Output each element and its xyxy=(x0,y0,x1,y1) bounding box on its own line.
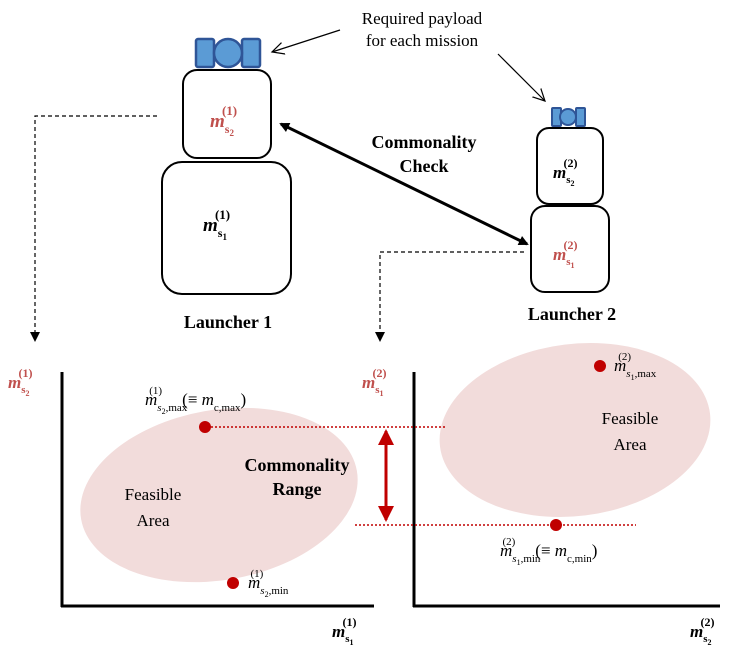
plot1-feasible-line1: Feasible xyxy=(125,485,182,504)
annotation-line2: for each mission xyxy=(366,31,479,50)
plot1-y-axis-label: ms2(1) xyxy=(8,366,33,398)
plot2-y-axis-label: ms1(2) xyxy=(362,366,387,398)
launcher-2: ms2(2) ms1(2) Launcher 2 xyxy=(528,107,616,324)
launcher1-lower-var: ms1(1) xyxy=(203,207,230,242)
plot-2: Feasible Area ms1(2) ms2(2) ms1,max(2) m… xyxy=(362,343,720,647)
payload-icon-1 xyxy=(194,37,262,69)
leader-line-1 xyxy=(30,115,157,342)
plot2-max-label: ms1,max(2) xyxy=(614,351,657,382)
payload-icon-2 xyxy=(551,107,586,127)
annotation-arrow-2 xyxy=(497,53,545,101)
plot1-min-label: ms2,min(1) xyxy=(248,568,289,599)
plot2-min-label: ms1,min(2)(≡ mc,min) xyxy=(500,536,597,567)
commonality-range-line2: Range xyxy=(273,479,322,499)
commonality-check-arrow xyxy=(279,122,529,246)
launcher2-upper-stage xyxy=(536,127,604,205)
plot2-feasible-line1: Feasible xyxy=(602,409,659,428)
leader-line-2 xyxy=(375,251,524,342)
launcher-1: ms2(1) ms1(1) Launcher 1 xyxy=(161,37,292,332)
plot1-feasible-area xyxy=(80,407,358,583)
launcher1-upper-stage xyxy=(182,69,272,159)
commonality-check-line2: Check xyxy=(400,156,449,176)
plot1-max-label: ms2,max(1)(≡ mc,max) xyxy=(145,385,246,416)
plot1-x-axis-label: ms1(1) xyxy=(332,615,357,647)
launcher2-lower-stage xyxy=(530,205,610,293)
plot-1: Feasible Area ms2(1) ms1(1) ms2,max(1)(≡… xyxy=(8,366,374,647)
plot1-max-point xyxy=(199,421,211,433)
commonality-check-line1: Commonality xyxy=(372,132,477,152)
plot2-max-point xyxy=(594,360,606,372)
plot1-min-point xyxy=(227,577,239,589)
commonality-range-line1: Commonality xyxy=(245,455,350,475)
launcher2-label: Launcher 2 xyxy=(528,304,616,324)
plot2-feasible-area xyxy=(439,343,711,517)
launcher2-upper-var: ms2(2) xyxy=(553,156,578,188)
launcher1-label: Launcher 1 xyxy=(184,312,272,332)
annotation-arrow-1 xyxy=(272,29,341,52)
annotation-line1: Required payload xyxy=(362,9,483,28)
commonality-range: Commonality Range xyxy=(211,426,636,526)
plot1-feasible-line2: Area xyxy=(136,511,169,530)
launcher1-upper-var: ms2(1) xyxy=(210,103,237,138)
plot2-x-axis-label: ms2(2) xyxy=(690,615,715,647)
launcher2-lower-var: ms1(2) xyxy=(553,238,578,270)
plot2-feasible-line2: Area xyxy=(613,435,646,454)
launcher1-lower-stage xyxy=(161,161,292,295)
